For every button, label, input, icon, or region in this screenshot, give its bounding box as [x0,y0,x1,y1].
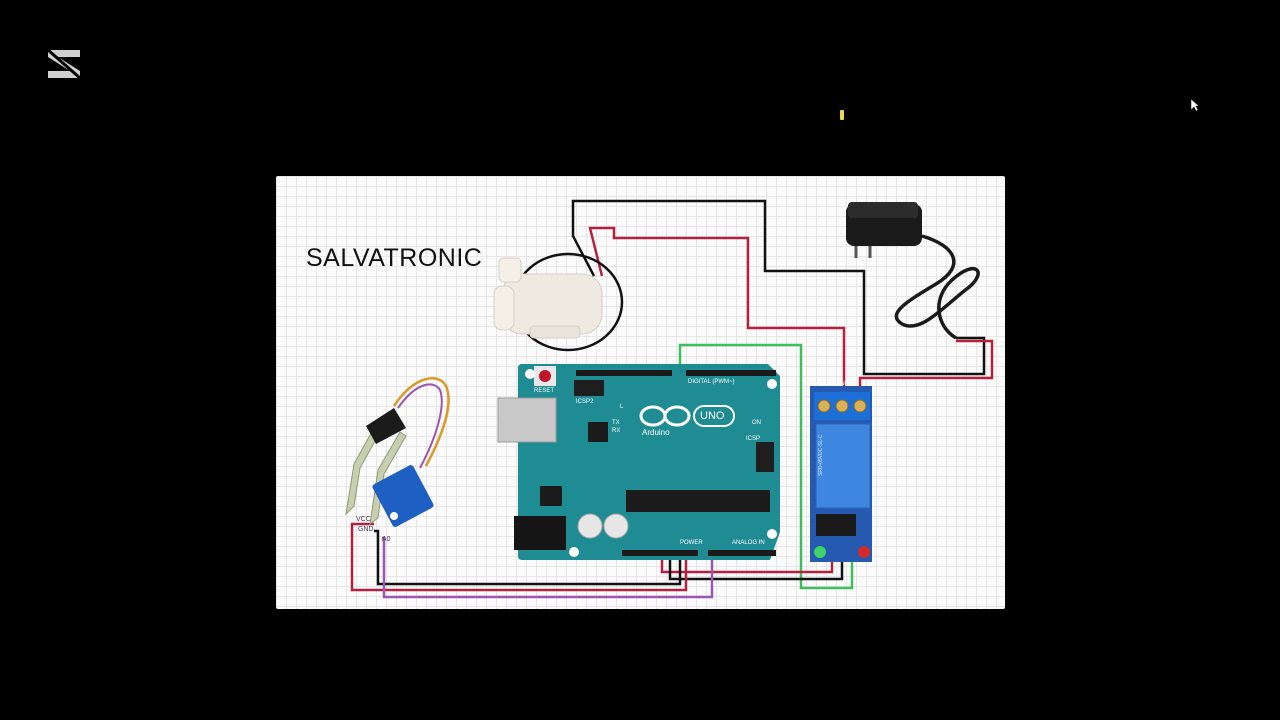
yellow-marker [840,110,844,120]
sensor-purple-wire [382,536,714,599]
board-icsp2-label: ICSP2 [576,399,594,405]
board-icsp-label: ICSP [746,436,761,442]
water-pump [493,252,624,352]
board-analog-label: ANALOG IN [732,540,765,546]
pump-black-wire [571,199,986,376]
sensor-black-wire [374,529,682,586]
relay-module [810,386,872,562]
soil-moisture-sensor [345,377,450,527]
board-digital-label: DIGITAL (PWM~) [688,379,735,385]
signal-green-wire [678,343,854,590]
board-led-l-label: L [620,404,624,410]
circuit-diagram: SALVATRONIC VCC GND A0 RESET ICSP2 ICSP … [276,176,1005,609]
relay-terminal-label: NO COM NC [814,381,849,387]
board-model-label: UNO [700,410,725,422]
board-power-label: POWER [680,540,703,546]
pump-red-wire [588,226,846,388]
board-led-tx-label: TX [612,420,620,426]
sensor-out-label: A0 [382,536,391,543]
circuit-drawing [345,199,994,599]
mouse-pointer-icon [1190,98,1200,112]
diagram-title: SALVATRONIC [306,244,483,272]
board-reset-label: RESET [534,388,555,394]
board-on-label: ON [752,420,761,426]
relay-body-label: SRD-05VDC-SL-C [818,434,824,476]
power-adapter [846,202,980,340]
capcut-logo-icon [47,48,81,80]
sensor-gnd-label: GND [358,526,374,533]
relay-black-wire [668,548,844,581]
arduino-uno-board [497,364,780,560]
sensor-vcc-label: VCC [356,516,371,523]
adapter-red-wire [858,339,994,388]
board-led-rx-label: RX [612,428,621,434]
board-brand-label: Arduino [642,428,670,437]
